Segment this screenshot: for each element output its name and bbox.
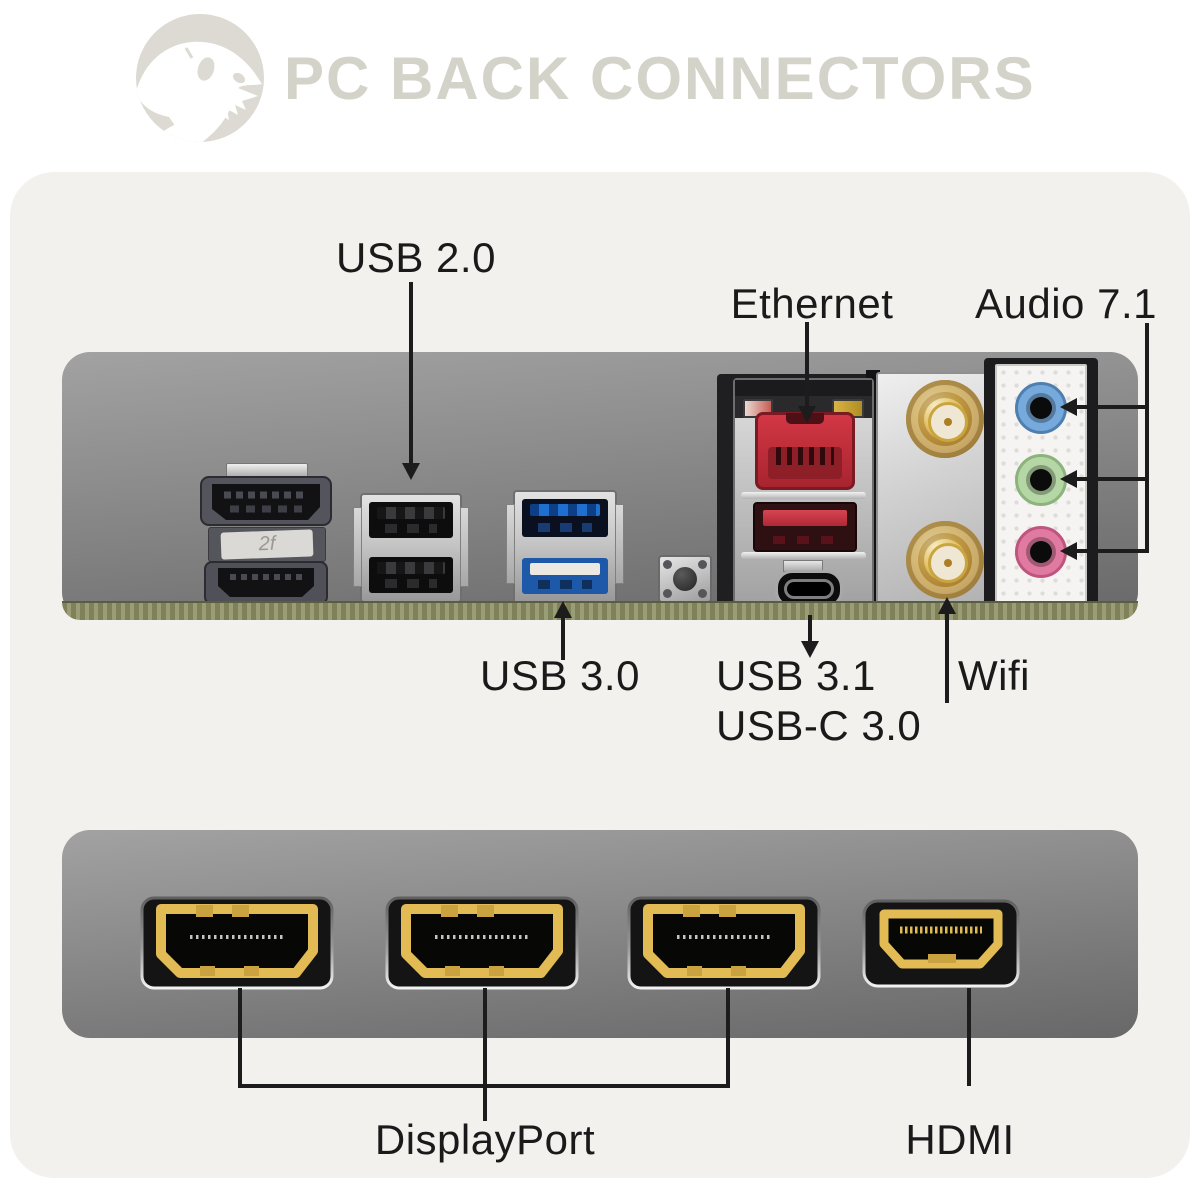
label-audio: Audio 7.1: [975, 280, 1157, 327]
page-title: PC BACK CONNECTORS: [284, 45, 1036, 112]
displayport-port-1: [140, 896, 334, 990]
usb-latch: [538, 580, 592, 589]
jack-hole: [1030, 397, 1052, 419]
hdmi-icon: [204, 561, 328, 605]
label-hdmi: HDMI: [905, 1116, 1015, 1163]
sma-core: [928, 402, 968, 442]
usb-tongue: [530, 563, 600, 575]
hdmi-icon: [862, 899, 1020, 988]
usb-tongue: [530, 504, 600, 516]
bios-reset-button: [658, 555, 712, 603]
raptor-skull-icon: [136, 14, 264, 142]
label-wifi: Wifi: [958, 652, 1030, 699]
hdmi-port: [862, 899, 1020, 988]
usb3-port-top: [522, 499, 608, 537]
divider-ridge: [741, 492, 866, 499]
wifi-sma-connector: [906, 380, 984, 458]
usb-latch: [385, 579, 437, 588]
usb-tongue: [763, 510, 847, 526]
audio-jack-mic: [1015, 526, 1067, 578]
displayport-port-3: [627, 896, 821, 990]
usb2-port-bottom: [369, 557, 453, 593]
video-outputs-panel: [62, 830, 1138, 1038]
label-usbc: USB-C 3.0: [716, 702, 922, 749]
ethernet-rj45-port: [755, 412, 855, 490]
label-usb31: USB 3.1: [716, 652, 876, 699]
divider-ridge: [741, 552, 866, 559]
label-displayport: DisplayPort: [374, 1116, 596, 1163]
usb-latch: [773, 536, 837, 544]
jack-hole: [1030, 469, 1052, 491]
usb-tongue: [377, 562, 445, 574]
label-ethernet: Ethernet: [730, 280, 894, 327]
displayport-icon: [627, 896, 821, 990]
wifi-antenna-plate: [876, 372, 990, 614]
audio-jack-plate: [995, 364, 1087, 606]
usb2-port-top: [369, 502, 453, 538]
label-usb2: USB 2.0: [336, 234, 496, 281]
displayport-port-2: [385, 896, 579, 990]
sma-core: [928, 543, 968, 583]
connector-body: 2f: [208, 527, 326, 562]
usb3-ports: [506, 490, 624, 604]
block-cap: [735, 380, 872, 396]
usb-latch: [385, 524, 437, 533]
sticker-label: 2f: [220, 529, 314, 560]
displayport-icon: [140, 896, 334, 990]
audio-jack-line-out: [1015, 454, 1067, 506]
pcb-edge: [62, 601, 1138, 620]
label-usb3: USB 3.0: [480, 652, 640, 699]
usb3-port-bottom: [522, 558, 608, 594]
rear-io-panel: 2f: [62, 352, 1138, 620]
jack-hole: [1030, 541, 1052, 563]
rj45-clip-notch: [786, 413, 824, 424]
usb31-type-a-port: [753, 502, 857, 552]
rj45-pins: [768, 447, 842, 479]
displayport-icon: [385, 896, 579, 990]
audio-jack-line-in: [1015, 382, 1067, 434]
usb-tongue: [377, 507, 445, 519]
usb-latch: [538, 523, 592, 532]
displayport-hdmi-stack: 2f: [200, 463, 332, 605]
wifi-sma-connector: [906, 521, 984, 599]
usb2-ports: [353, 493, 469, 603]
displayport-icon: [200, 476, 332, 526]
ethernet-usb-block: [733, 378, 874, 612]
